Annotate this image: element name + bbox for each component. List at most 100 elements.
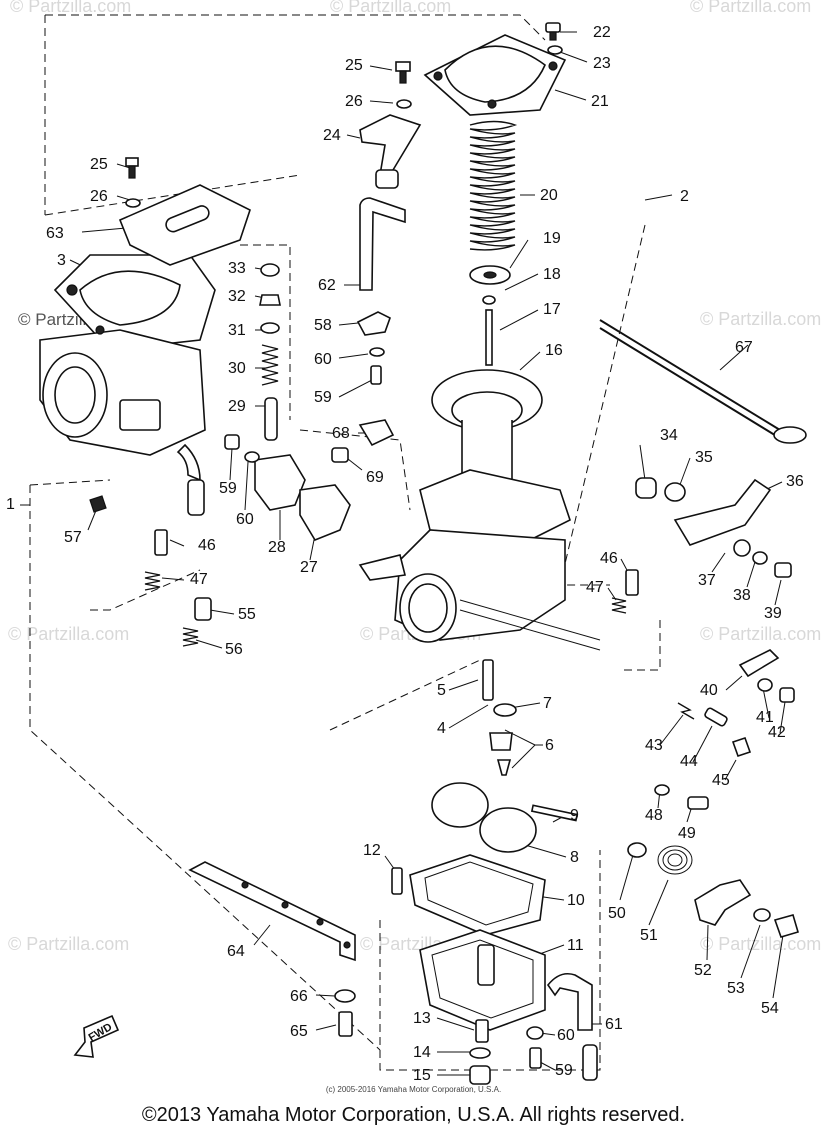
watermark-group: © Partzilla.com © Partzilla.com © Partzi… [8, 0, 821, 954]
spring-47-left [144, 571, 161, 591]
hose-61 [547, 972, 593, 1031]
gasket-10 [409, 854, 546, 936]
washer-26-right [396, 99, 412, 109]
bracket-64 [188, 861, 356, 962]
cover-plate-63 [118, 184, 251, 266]
callout-57: 57 [64, 529, 82, 546]
washer-14 [469, 1047, 491, 1059]
screw-59-mid [370, 365, 382, 385]
callout-40: 40 [700, 682, 718, 699]
spring-seat-19-hole [483, 271, 497, 279]
callout-37: 37 [698, 572, 716, 589]
callout-45: 45 [712, 772, 730, 789]
small-copyright: (c) 2005-2016 Yamaha Motor Corporation, … [325, 1085, 502, 1094]
callout-34: 34 [660, 427, 678, 444]
callout-11: 11 [567, 937, 584, 954]
screw-44 [704, 707, 728, 727]
callout-67: 67 [735, 339, 753, 356]
callout-53: 53 [727, 980, 745, 997]
jet-5 [482, 659, 494, 701]
washer-41 [757, 678, 773, 692]
callout-25-right: 25 [345, 57, 363, 74]
boundary-spring [240, 244, 291, 420]
callout-60-left: 60 [236, 511, 254, 528]
callout-60-bottom: 60 [557, 1027, 575, 1044]
callout-47-right: 47 [586, 579, 604, 596]
callout-61: 61 [605, 1016, 623, 1033]
screw-25-left-shank [128, 165, 136, 179]
lever-36 [673, 478, 772, 546]
screw-22 [545, 22, 561, 41]
carburetor-top-cap [423, 34, 567, 116]
callout-66: 66 [290, 988, 308, 1005]
cap-45 [731, 736, 752, 758]
drain-screw-13 [475, 1019, 489, 1043]
callout-26-right: 26 [345, 93, 363, 110]
throttle-shaft-67 [599, 319, 807, 444]
callout-49: 49 [678, 825, 696, 842]
screw-46-left [154, 529, 168, 556]
screw-69 [331, 447, 349, 463]
spring-30 [261, 344, 279, 386]
boundary-right-link [620, 620, 661, 671]
screw-46-right [625, 569, 639, 596]
callout-42: 42 [768, 724, 786, 741]
callout-1: 1 [6, 496, 15, 513]
callout-12: 12 [363, 842, 381, 859]
callout-39: 39 [764, 605, 782, 622]
screw-42 [779, 687, 795, 703]
float-8-left [431, 782, 489, 828]
callout-35: 35 [695, 449, 713, 466]
callout-56: 56 [225, 641, 243, 658]
washer-60-left [244, 451, 260, 463]
jet-6-top [489, 732, 513, 751]
callout-22: 22 [593, 24, 611, 41]
callout-27: 27 [300, 559, 318, 576]
callout-46-right: 46 [600, 550, 618, 567]
callout-46-left: 46 [198, 537, 216, 554]
boundary-top-cover [45, 14, 546, 41]
callout-3: 3 [57, 252, 66, 269]
callout-50: 50 [608, 905, 626, 922]
screw-49 [687, 796, 709, 810]
washer-60-bottom [526, 1026, 544, 1040]
callout-17: 17 [543, 301, 561, 318]
callout-21: 21 [591, 93, 609, 110]
boundary-jet [299, 429, 411, 511]
callout-59-mid: 59 [314, 389, 332, 406]
callout-43: 43 [645, 737, 663, 754]
lever-52 [694, 879, 752, 926]
screw-25-left [125, 157, 139, 167]
spring-56 [182, 627, 199, 647]
spring-43 [677, 702, 695, 720]
callout-6: 6 [545, 737, 554, 754]
jet-6-bottom [496, 759, 512, 776]
washer-66 [334, 989, 356, 1003]
watermark: © Partzilla.com [700, 934, 821, 954]
watermark: © Partzilla.com [690, 0, 811, 16]
callout-51: 51 [640, 927, 658, 944]
washer-23 [547, 45, 563, 55]
pivot-37 [733, 539, 751, 557]
washer-26-left [125, 198, 141, 208]
callout-9: 9 [570, 807, 579, 824]
callout-28: 28 [268, 539, 286, 556]
hose-61-piece [582, 1044, 598, 1081]
washer-31 [260, 322, 280, 334]
spring-20 [469, 120, 518, 251]
plate-27 [299, 484, 351, 541]
boundary-right [559, 224, 646, 586]
callout-29: 29 [228, 398, 246, 415]
watermark: © Partzilla.com [10, 0, 131, 16]
callout-65: 65 [290, 1023, 308, 1040]
boundary-chain [90, 569, 201, 611]
hose-62 [359, 197, 406, 291]
bushing-34 [635, 477, 657, 499]
watermark: © Partzilla.com [700, 309, 821, 329]
callout-68: 68 [332, 425, 350, 442]
callout-19: 19 [543, 230, 561, 247]
watermark: © Partzilla.com [330, 0, 451, 16]
callout-59-left: 59 [219, 480, 237, 497]
clip-18 [482, 295, 496, 305]
